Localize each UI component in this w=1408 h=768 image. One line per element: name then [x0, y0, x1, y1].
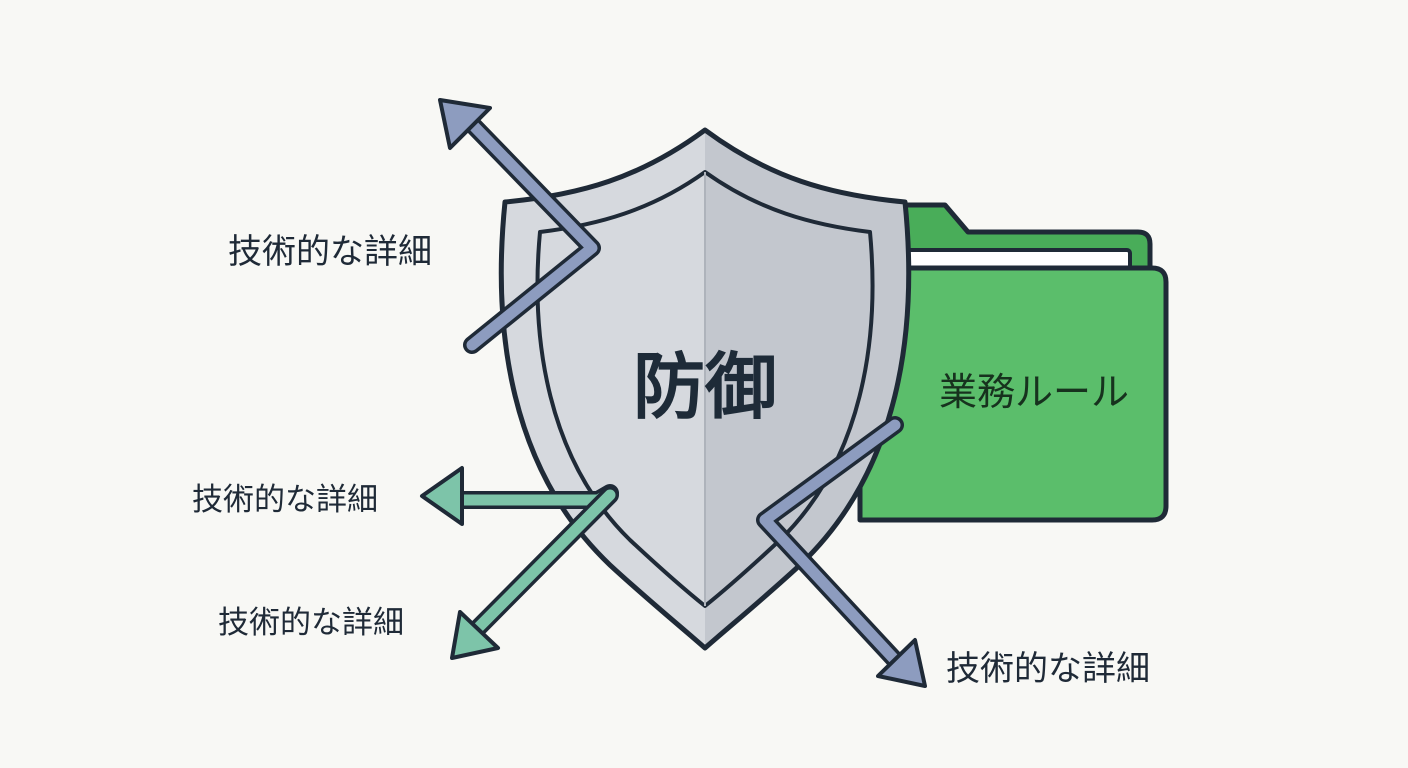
shield-right-half — [705, 130, 909, 648]
arrow-upper-left-body — [460, 112, 598, 351]
shield-icon: 防御 — [498, 127, 912, 651]
arrow-lower-left-head — [450, 610, 500, 660]
folder-label: 業務ルール — [939, 370, 1129, 414]
arrow-lower-left-label: 技術的な詳細 — [218, 605, 404, 641]
arrow-lower-right — [756, 416, 927, 688]
arrow-left-head — [420, 466, 464, 526]
shield-outline — [498, 127, 912, 651]
arrow-lower-right-head — [876, 638, 927, 688]
arrow-lower-right-label: 技術的な詳細 — [946, 649, 1150, 689]
arrow-upper-left-label: 技術的な詳細 — [228, 232, 432, 272]
folder-front — [857, 265, 1169, 523]
folder-icon: 業務ルール — [857, 202, 1169, 523]
arrow-upper-left-head — [438, 98, 492, 150]
arrow-upper-left — [438, 98, 601, 354]
shield-left-half — [501, 130, 705, 648]
arrow-lower-right-body — [759, 419, 901, 666]
arrow-left-label: 技術的な詳細 — [192, 482, 378, 518]
shield-label: 防御 — [633, 345, 777, 429]
arrow-lower-left-body — [472, 489, 616, 634]
arrow-lower-left — [450, 486, 619, 660]
